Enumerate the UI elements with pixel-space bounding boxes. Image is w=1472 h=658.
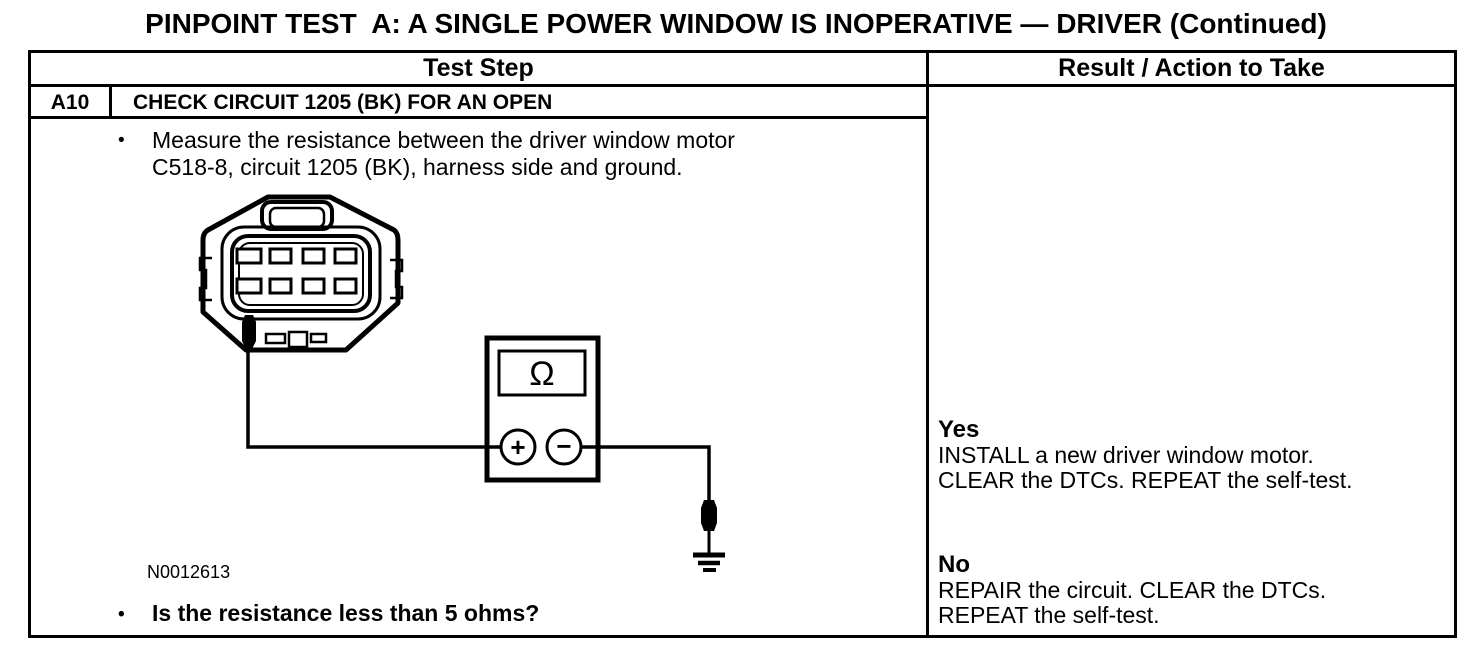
question-bullet: • Is the resistance less than 5 ohms? [118,601,818,628]
slot-1 [264,332,287,345]
meter-display [497,349,587,397]
pin-6 [268,277,293,295]
connector-index-slots [264,330,328,349]
pin-8 [333,277,358,295]
pin-2 [268,247,293,265]
column-header-result: Result / Action to Take [1058,54,1325,82]
column-divider [926,53,929,635]
pinpoint-test-table [28,50,1457,638]
pin-3 [301,247,326,265]
slot-3 [309,332,328,344]
header-row-divider [31,84,1454,87]
connector-inner-wall-2 [230,234,372,313]
pin-4 [333,247,358,265]
step-id-divider [109,87,112,116]
ohms-symbol: Ω [529,355,554,393]
connector-inner-wall-3 [238,242,364,306]
page-title: PINPOINT TEST A: A SINGLE POWER WINDOW I… [145,8,1327,39]
slot-2 [287,330,309,349]
instruction-line: Measure the resistance between the drive… [152,127,735,153]
pin-1 [235,247,263,265]
question-text: Is the resistance less than 5 ohms? [152,600,540,626]
connector-key-right [390,258,404,300]
negative-lead-wire [570,445,711,502]
connector-key-left [198,256,212,302]
measurement-diagram: Ω + − [198,194,725,572]
plus-icon: + [510,432,525,462]
pin-7 [301,277,326,295]
result-no-action-line: REPEAT the self-test. [938,602,1160,628]
instruction-line: C518-8, circuit 1205 (BK), harness side … [152,154,683,180]
test-probe-icon [242,315,256,349]
step-id: A10 [50,91,90,114]
positive-lead-wire [246,347,510,449]
result-yes-block: Yes INSTALL a new driver window motor. C… [938,417,1450,493]
figure-number: N0012613 [147,562,231,582]
instruction-text: Measure the resistance between the drive… [152,127,735,181]
connector-shell [200,194,401,353]
column-header-test-step: Test Step [423,54,534,82]
minus-icon: − [556,431,571,461]
result-yes-action-line: CLEAR the DTCs. REPEAT the self-test. [938,467,1353,493]
result-no-action-line: REPAIR the circuit. CLEAR the DTCs. [938,577,1327,603]
bullet-icon: • [118,604,125,625]
step-title: CHECK CIRCUIT 1205 (BK) FOR AN OPEN [133,91,553,114]
negative-terminal [545,428,583,466]
result-no-label: No [938,551,970,578]
connector-icon [198,194,404,353]
result-yes-action-line: INSTALL a new driver window motor. [938,442,1314,468]
positive-terminal [499,428,537,466]
result-yes-label: Yes [938,416,980,443]
step-row-divider [31,116,928,119]
multimeter-icon: Ω + − [497,349,587,466]
instruction-bullet: • Measure the resistance between the dri… [118,127,898,181]
result-no-block: No REPAIR the circuit. CLEAR the DTCs. R… [938,552,1450,628]
ground-probe-icon [701,500,717,531]
connector-inner-wall-1 [220,225,382,321]
connector-pin-cavities [235,247,358,295]
ground-icon [693,500,725,572]
pin-5 [235,277,263,295]
bullet-icon: • [118,130,125,151]
